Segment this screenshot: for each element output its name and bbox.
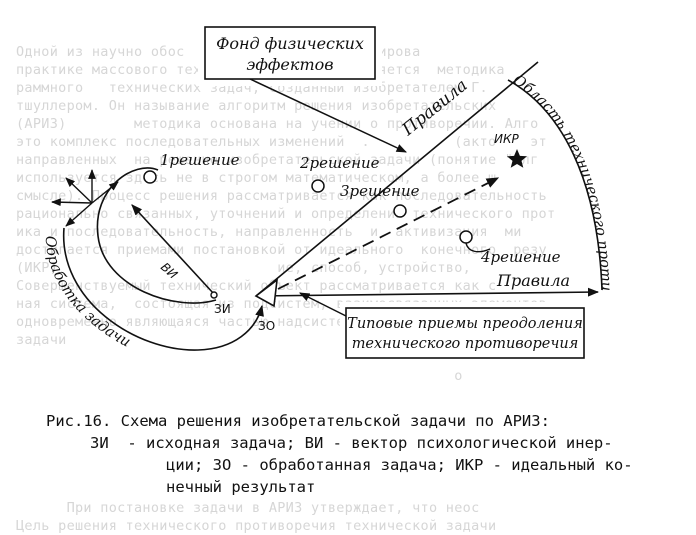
typical-techniques-arrow [299, 292, 347, 317]
bleed-line: Цель решения технического противоречия т… [16, 518, 497, 534]
star-icon [507, 149, 527, 168]
zi-point [210, 291, 218, 299]
vi-label: ВИ [158, 260, 180, 282]
bleed-line: Совершенствуемый технический объект расс… [16, 278, 497, 294]
ariz-diagram: Фонд физических эффектов Типовые приемы … [0, 0, 615, 359]
bleed-line: о [16, 368, 463, 384]
caption-line-2: ЗИ - исходная задача; ВИ - вектор психол… [90, 434, 613, 452]
typical-techniques-line2: технического противоречия [352, 336, 579, 352]
zo-triangle [254, 278, 279, 308]
typical-techniques-line1: Типовые приемы преодоления [347, 316, 583, 332]
physical-effects-arrow [249, 78, 407, 153]
solution-4: 4решение [459, 230, 561, 266]
inertia-burst [51, 169, 119, 227]
inertia-group [63, 167, 264, 351]
rules-upper-label: Правила [398, 75, 472, 140]
solution-1-label: 1решение [160, 151, 240, 169]
solution-3: 3решение [340, 182, 420, 218]
processing-text: Обработка задачи [42, 236, 133, 351]
bleed-line: смысле). Процесс решения рассматривается… [16, 188, 547, 204]
caption-line-1: Рис.16. Схема решения изобретательской з… [46, 412, 550, 430]
bleed-line: раммного технических задач, созданный из… [16, 80, 488, 96]
area-arc [507, 79, 603, 291]
vi-vector [131, 204, 215, 295]
bleed-line: тшуллером. Он называние алгоритм решения… [16, 98, 497, 114]
solution-1: 1решение [143, 151, 240, 184]
physical-effects-line2: эффектов [246, 55, 333, 74]
zo-label: ЗО [258, 319, 275, 333]
bleed-line: это комплекс последовательных изменений … [16, 134, 547, 150]
typical-techniques-box: Типовые приемы преодоления технического … [345, 307, 585, 359]
processing-arc [63, 227, 264, 351]
caption-line-3: ции; ЗО - обработанная задача; ИКР - иде… [166, 456, 633, 474]
ikr-label: ИКР [494, 132, 519, 146]
ikr-marker: ИКР [494, 132, 527, 168]
zi-label: ЗИ [214, 302, 231, 316]
solution-4-label: 4решение [480, 248, 561, 266]
bleed-line: При постановке задачи в АРИЗ утверждает,… [16, 500, 480, 516]
figure-caption: Рис.16. Схема решения изобретательской з… [46, 410, 686, 498]
solution-3-label: 3решение [340, 182, 420, 200]
solution-4-hook [465, 242, 491, 253]
physical-effects-box: Фонд физических эффектов [204, 26, 376, 80]
solution-2-label: 2решение [299, 154, 380, 172]
rules-lower-label: Правила [496, 271, 570, 290]
physical-effects-line1: Фонд физических [216, 34, 364, 53]
wedge-lower-line [255, 287, 600, 297]
bleed-line: (ИКР) ие, способ, устройство, [16, 260, 472, 276]
solution-2: 2решение [299, 154, 380, 193]
rules-wedge [254, 61, 603, 308]
dashed-direction-line [277, 177, 500, 290]
caption-line-4: нечный результат [166, 478, 316, 496]
wedge-upper-line [255, 61, 539, 297]
processing-label: Обработка задачи [42, 236, 133, 351]
processing-loop [96, 167, 217, 304]
